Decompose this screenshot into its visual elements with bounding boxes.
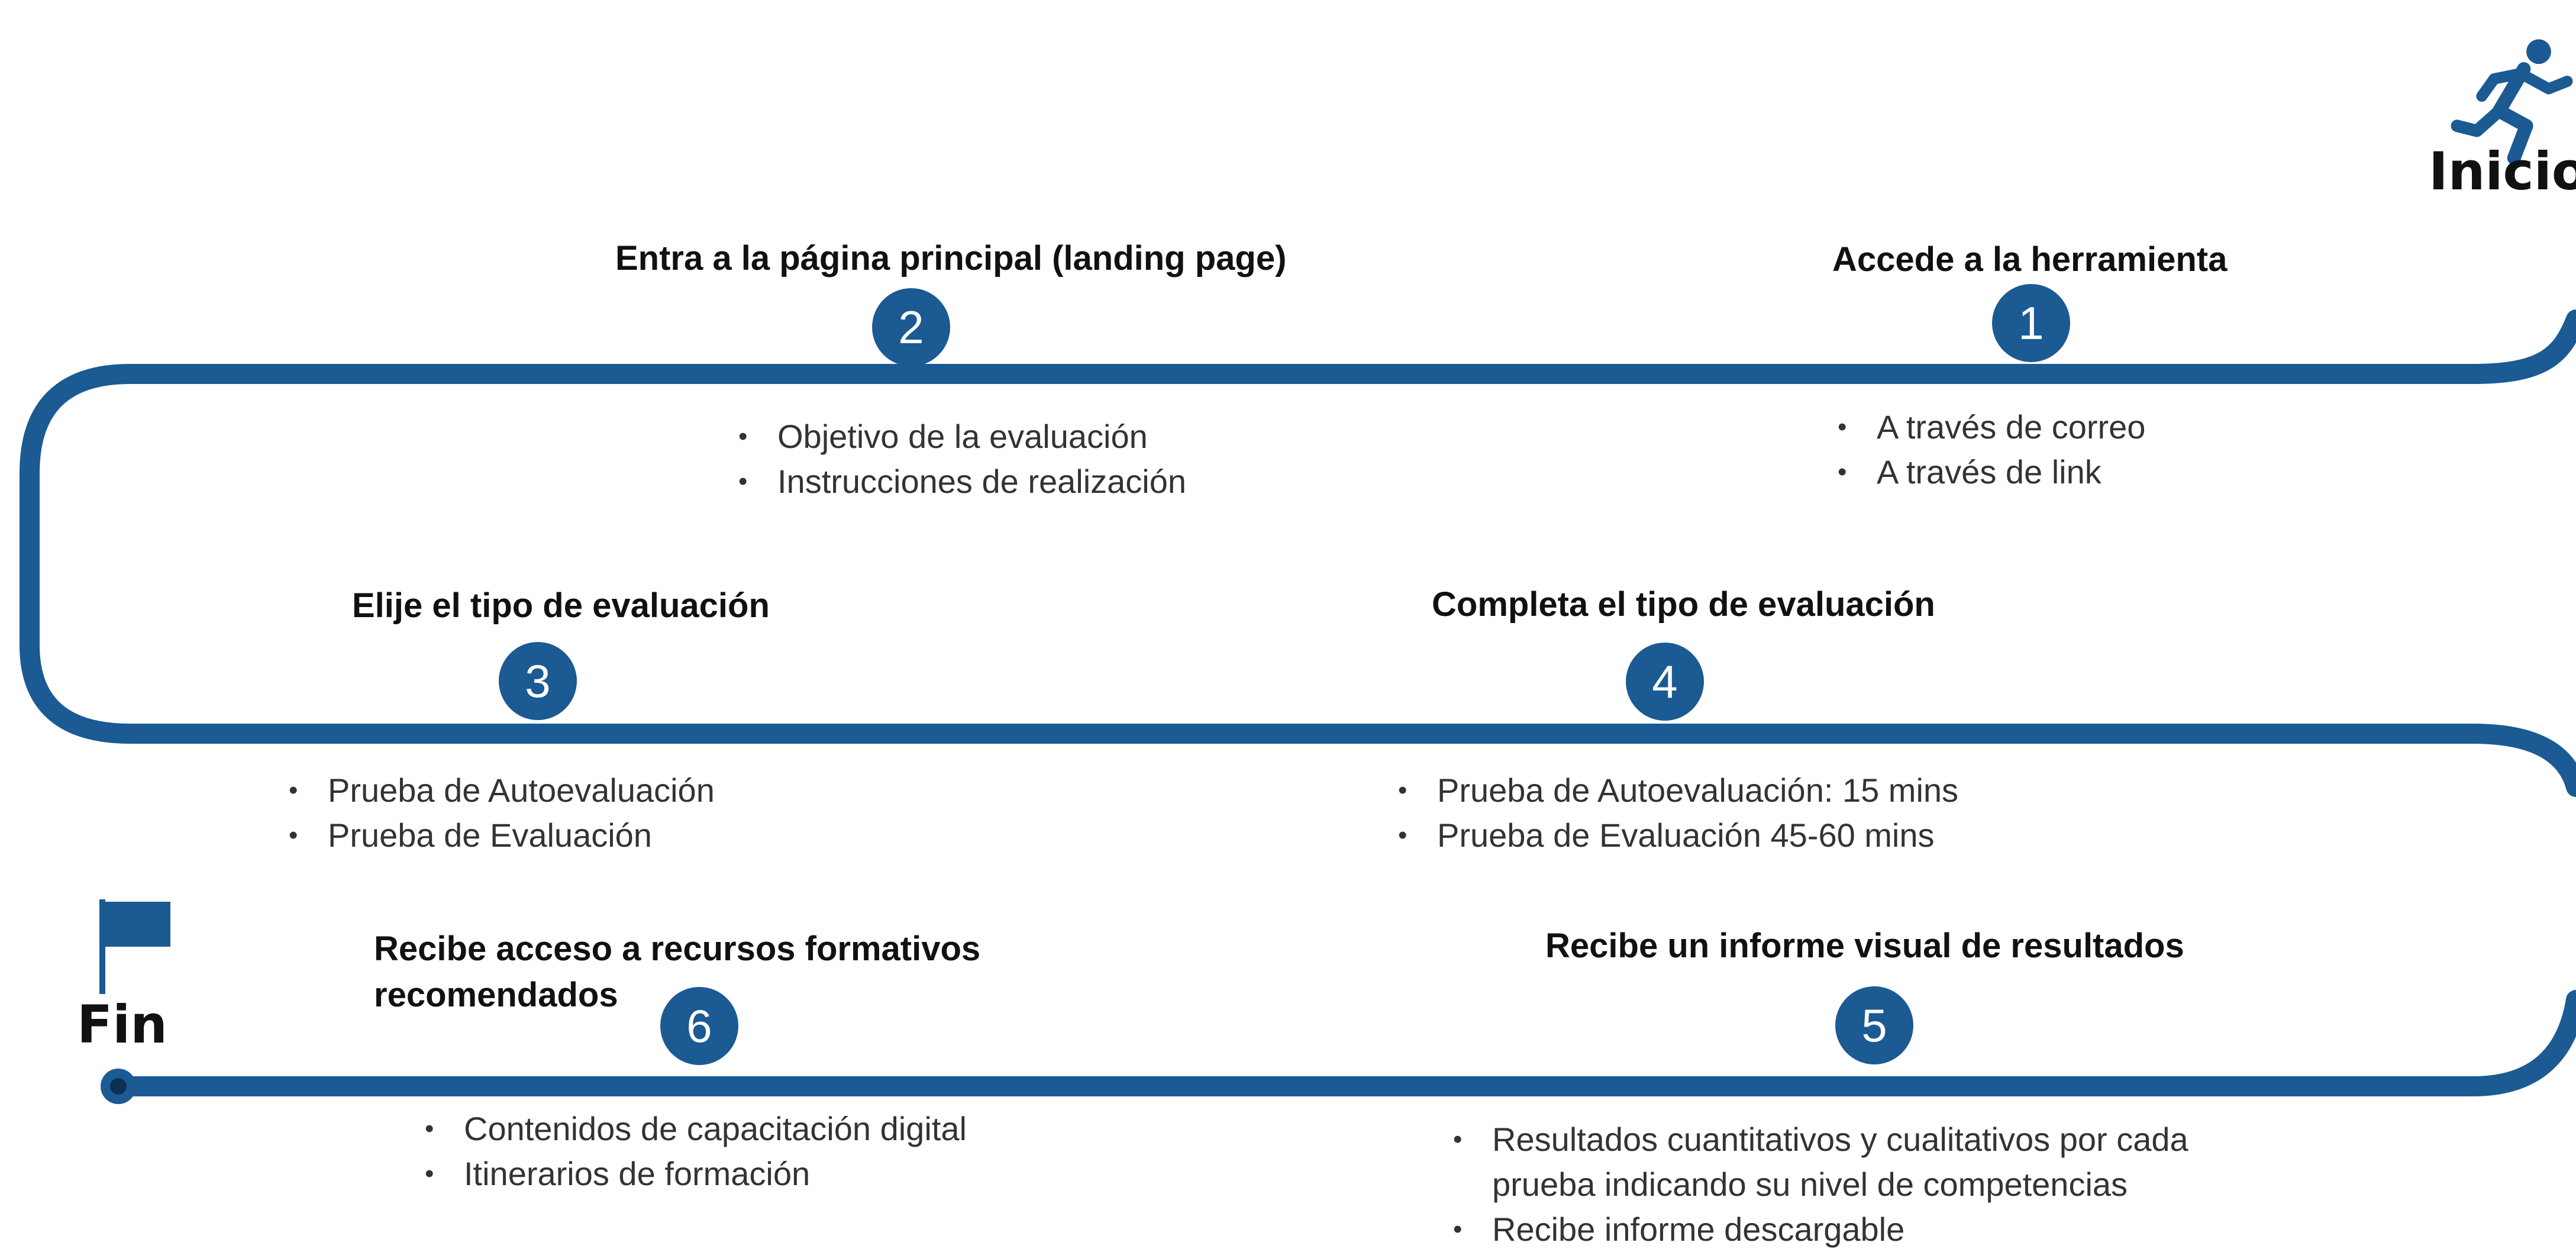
list-item: Recibe informe descargable <box>1448 1207 2188 1252</box>
step-5-number: 5 <box>1835 986 1913 1064</box>
list-item: Resultados cuantitativos y cualitativos … <box>1448 1117 2188 1162</box>
step-3-title: Elije el tipo de evaluación <box>352 586 770 625</box>
step-6-bullets: Contenidos de capacitación digital Itine… <box>420 1106 967 1196</box>
step-5-title: Recibe un informe visual de resultados <box>1545 927 2184 965</box>
list-item: Prueba de Evaluación <box>284 813 715 858</box>
list-item: Objetivo de la evaluación <box>734 414 1186 459</box>
step-6-number: 6 <box>660 987 738 1065</box>
step-3-bullets: Prueba de Autoevaluación Prueba de Evalu… <box>284 768 715 858</box>
step-4-bullets: Prueba de Autoevaluación: 15 mins Prueba… <box>1393 768 1958 858</box>
step-4-number: 4 <box>1626 643 1704 721</box>
flag-icon <box>99 899 170 994</box>
list-item: A través de correo <box>1833 405 2145 450</box>
list-item: A través de link <box>1833 450 2145 495</box>
running-person-icon <box>2451 39 2573 165</box>
step-1-bullets: A través de correo A través de link <box>1833 405 2145 495</box>
list-item: Itinerarios de formación <box>420 1151 967 1196</box>
step-6-title-line-2: recomendados <box>374 976 618 1014</box>
step-6-title-line-1: Recibe acceso a recursos formativos <box>374 930 981 968</box>
step-2-title: Entra a la página principal (landing pag… <box>615 239 1287 277</box>
step-1-title: Accede a la herramienta <box>1832 240 2228 279</box>
list-item: Prueba de Autoevaluación <box>284 768 715 813</box>
step-4-title: Completa el tipo de evaluación <box>1432 585 1935 624</box>
list-item: Prueba de Autoevaluación: 15 mins <box>1393 768 1958 813</box>
list-item: Contenidos de capacitación digital <box>420 1106 967 1151</box>
end-label: Fin <box>77 994 167 1055</box>
step-3-number: 3 <box>499 642 577 720</box>
step-1-number: 1 <box>1992 284 2070 362</box>
list-item: prueba indicando su nivel de competencia… <box>1492 1166 2128 1203</box>
list-item: Prueba de Evaluación 45-60 mins <box>1393 813 1958 858</box>
step-2-number: 2 <box>872 288 950 366</box>
step-5-bullets: Resultados cuantitativos y cualitativos … <box>1448 1117 2188 1252</box>
start-label: Inicio <box>2429 141 2576 202</box>
step-2-bullets: Objetivo de la evaluación Instrucciones … <box>734 414 1186 504</box>
list-item: Instrucciones de realización <box>734 459 1186 504</box>
